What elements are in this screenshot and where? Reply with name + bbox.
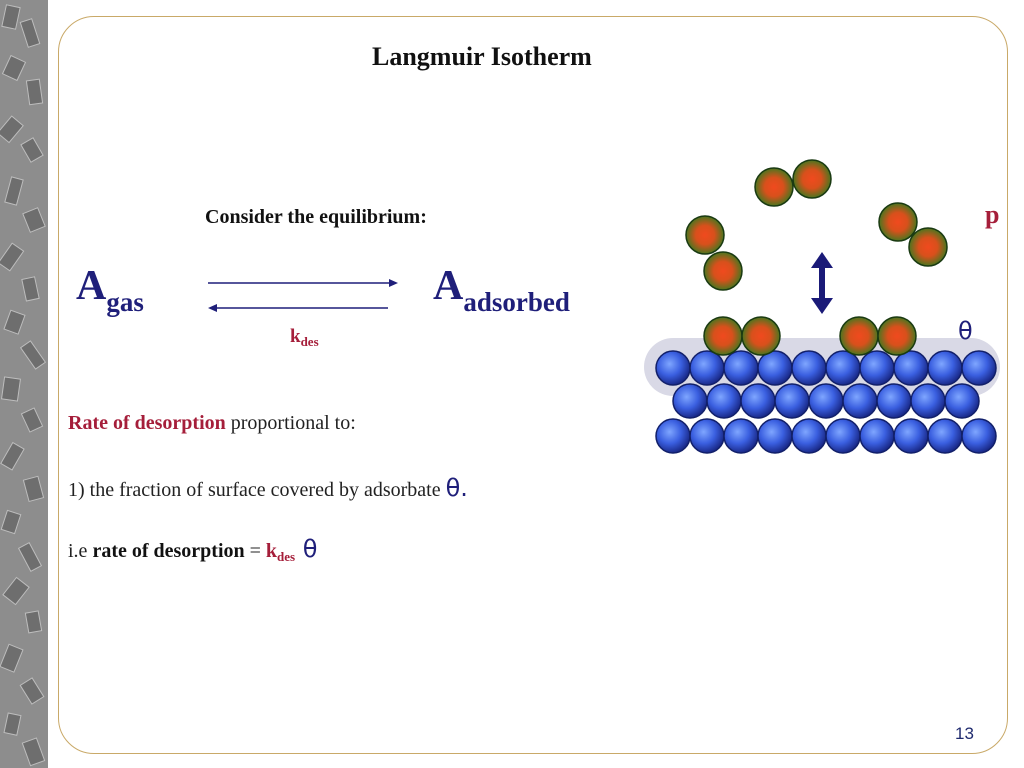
adsorbed-molecule — [877, 316, 917, 356]
rate-constant-letter: k — [290, 326, 301, 347]
reactant-letter: A — [76, 263, 107, 309]
rate-equation: i.e rate of desorption = kdes θ — [68, 535, 317, 565]
surface-atom — [893, 418, 929, 454]
surface-atom — [876, 383, 912, 419]
texture-pattern — [0, 0, 48, 768]
rate-highlight: Rate of desorption — [68, 412, 226, 434]
equation-k-letter: k — [265, 540, 278, 562]
ie-prefix: i.e — [68, 540, 93, 562]
reactant-subscript: gas — [106, 287, 144, 317]
gas-molecule — [908, 227, 948, 267]
slide-title: Langmuir Isotherm — [372, 42, 592, 71]
surface-row-top — [655, 350, 997, 386]
surface-atom — [706, 383, 742, 419]
surface-atom — [961, 350, 997, 386]
surface-row-middle — [672, 383, 980, 419]
surface-atom — [655, 418, 691, 454]
surface-atom — [859, 350, 895, 386]
surface-atom — [961, 418, 997, 454]
surface-atom — [927, 350, 963, 386]
surface-atom — [757, 418, 793, 454]
surface-atom — [689, 350, 725, 386]
consider-text: Consider the equilibrium: — [205, 206, 427, 228]
surface-atom — [893, 350, 929, 386]
equation-k: kdes — [265, 540, 296, 564]
item1-text: 1) the fraction of surface covered by ad… — [68, 479, 446, 501]
rate-statement: Rate of desorption proportional to: — [68, 412, 356, 435]
surface-row-bottom — [655, 418, 997, 454]
rate-constant-label: kdes — [290, 326, 319, 350]
surface-atom — [825, 350, 861, 386]
surface-atom — [791, 418, 827, 454]
surface-atom — [910, 383, 946, 419]
equilibrium-arrows — [208, 279, 398, 312]
rate-rest: proportional to: — [225, 412, 356, 434]
product-letter: A — [433, 263, 464, 309]
forward-arrowhead — [389, 279, 398, 287]
exchange-arrow-up-head — [811, 252, 833, 268]
pressure-label: p — [985, 200, 1000, 229]
gas-molecule — [878, 202, 918, 242]
surface-atom — [723, 418, 759, 454]
item1-theta: θ. — [445, 474, 468, 502]
surface-atom — [655, 350, 691, 386]
reverse-arrowhead — [208, 304, 217, 312]
surface-atom — [859, 418, 895, 454]
surface-atom — [944, 383, 980, 419]
adsorption-diagram — [644, 159, 1000, 454]
surface-atom — [774, 383, 810, 419]
adsorbed-molecules — [703, 316, 917, 356]
coverage-label: θ — [958, 317, 973, 345]
surface-atom — [842, 383, 878, 419]
equation-k-subscript: des — [277, 549, 296, 564]
product-species: Aadsorbed — [433, 262, 570, 317]
surface-atom — [723, 350, 759, 386]
surface-atom — [825, 418, 861, 454]
surface-atom — [808, 383, 844, 419]
gas-molecule — [792, 159, 832, 199]
exchange-arrow — [811, 252, 833, 314]
surface-atom — [757, 350, 793, 386]
decorative-side-strip — [0, 0, 48, 768]
gas-molecule — [703, 251, 743, 291]
surface-atom — [791, 350, 827, 386]
surface-atom — [689, 418, 725, 454]
surface-atom — [740, 383, 776, 419]
gas-molecules — [685, 159, 948, 291]
equation-theta: θ — [295, 535, 318, 563]
adsorbed-molecule — [741, 316, 781, 356]
product-subscript: adsorbed — [463, 287, 570, 317]
rate-constant-subscript: des — [300, 334, 319, 349]
reactant-species: Agas — [76, 262, 144, 317]
adsorbed-molecule — [703, 316, 743, 356]
surface-atom — [927, 418, 963, 454]
gas-molecule — [754, 167, 794, 207]
rate-bold: rate of desorption — [92, 540, 245, 562]
adsorbed-molecule — [839, 316, 879, 356]
gas-molecule — [685, 215, 725, 255]
surface-atom — [672, 383, 708, 419]
equals-sign: = — [244, 540, 266, 562]
page-number: 13 — [955, 724, 974, 743]
exchange-arrow-down-head — [811, 298, 833, 314]
item-fraction-covered: 1) the fraction of surface covered by ad… — [68, 474, 468, 502]
